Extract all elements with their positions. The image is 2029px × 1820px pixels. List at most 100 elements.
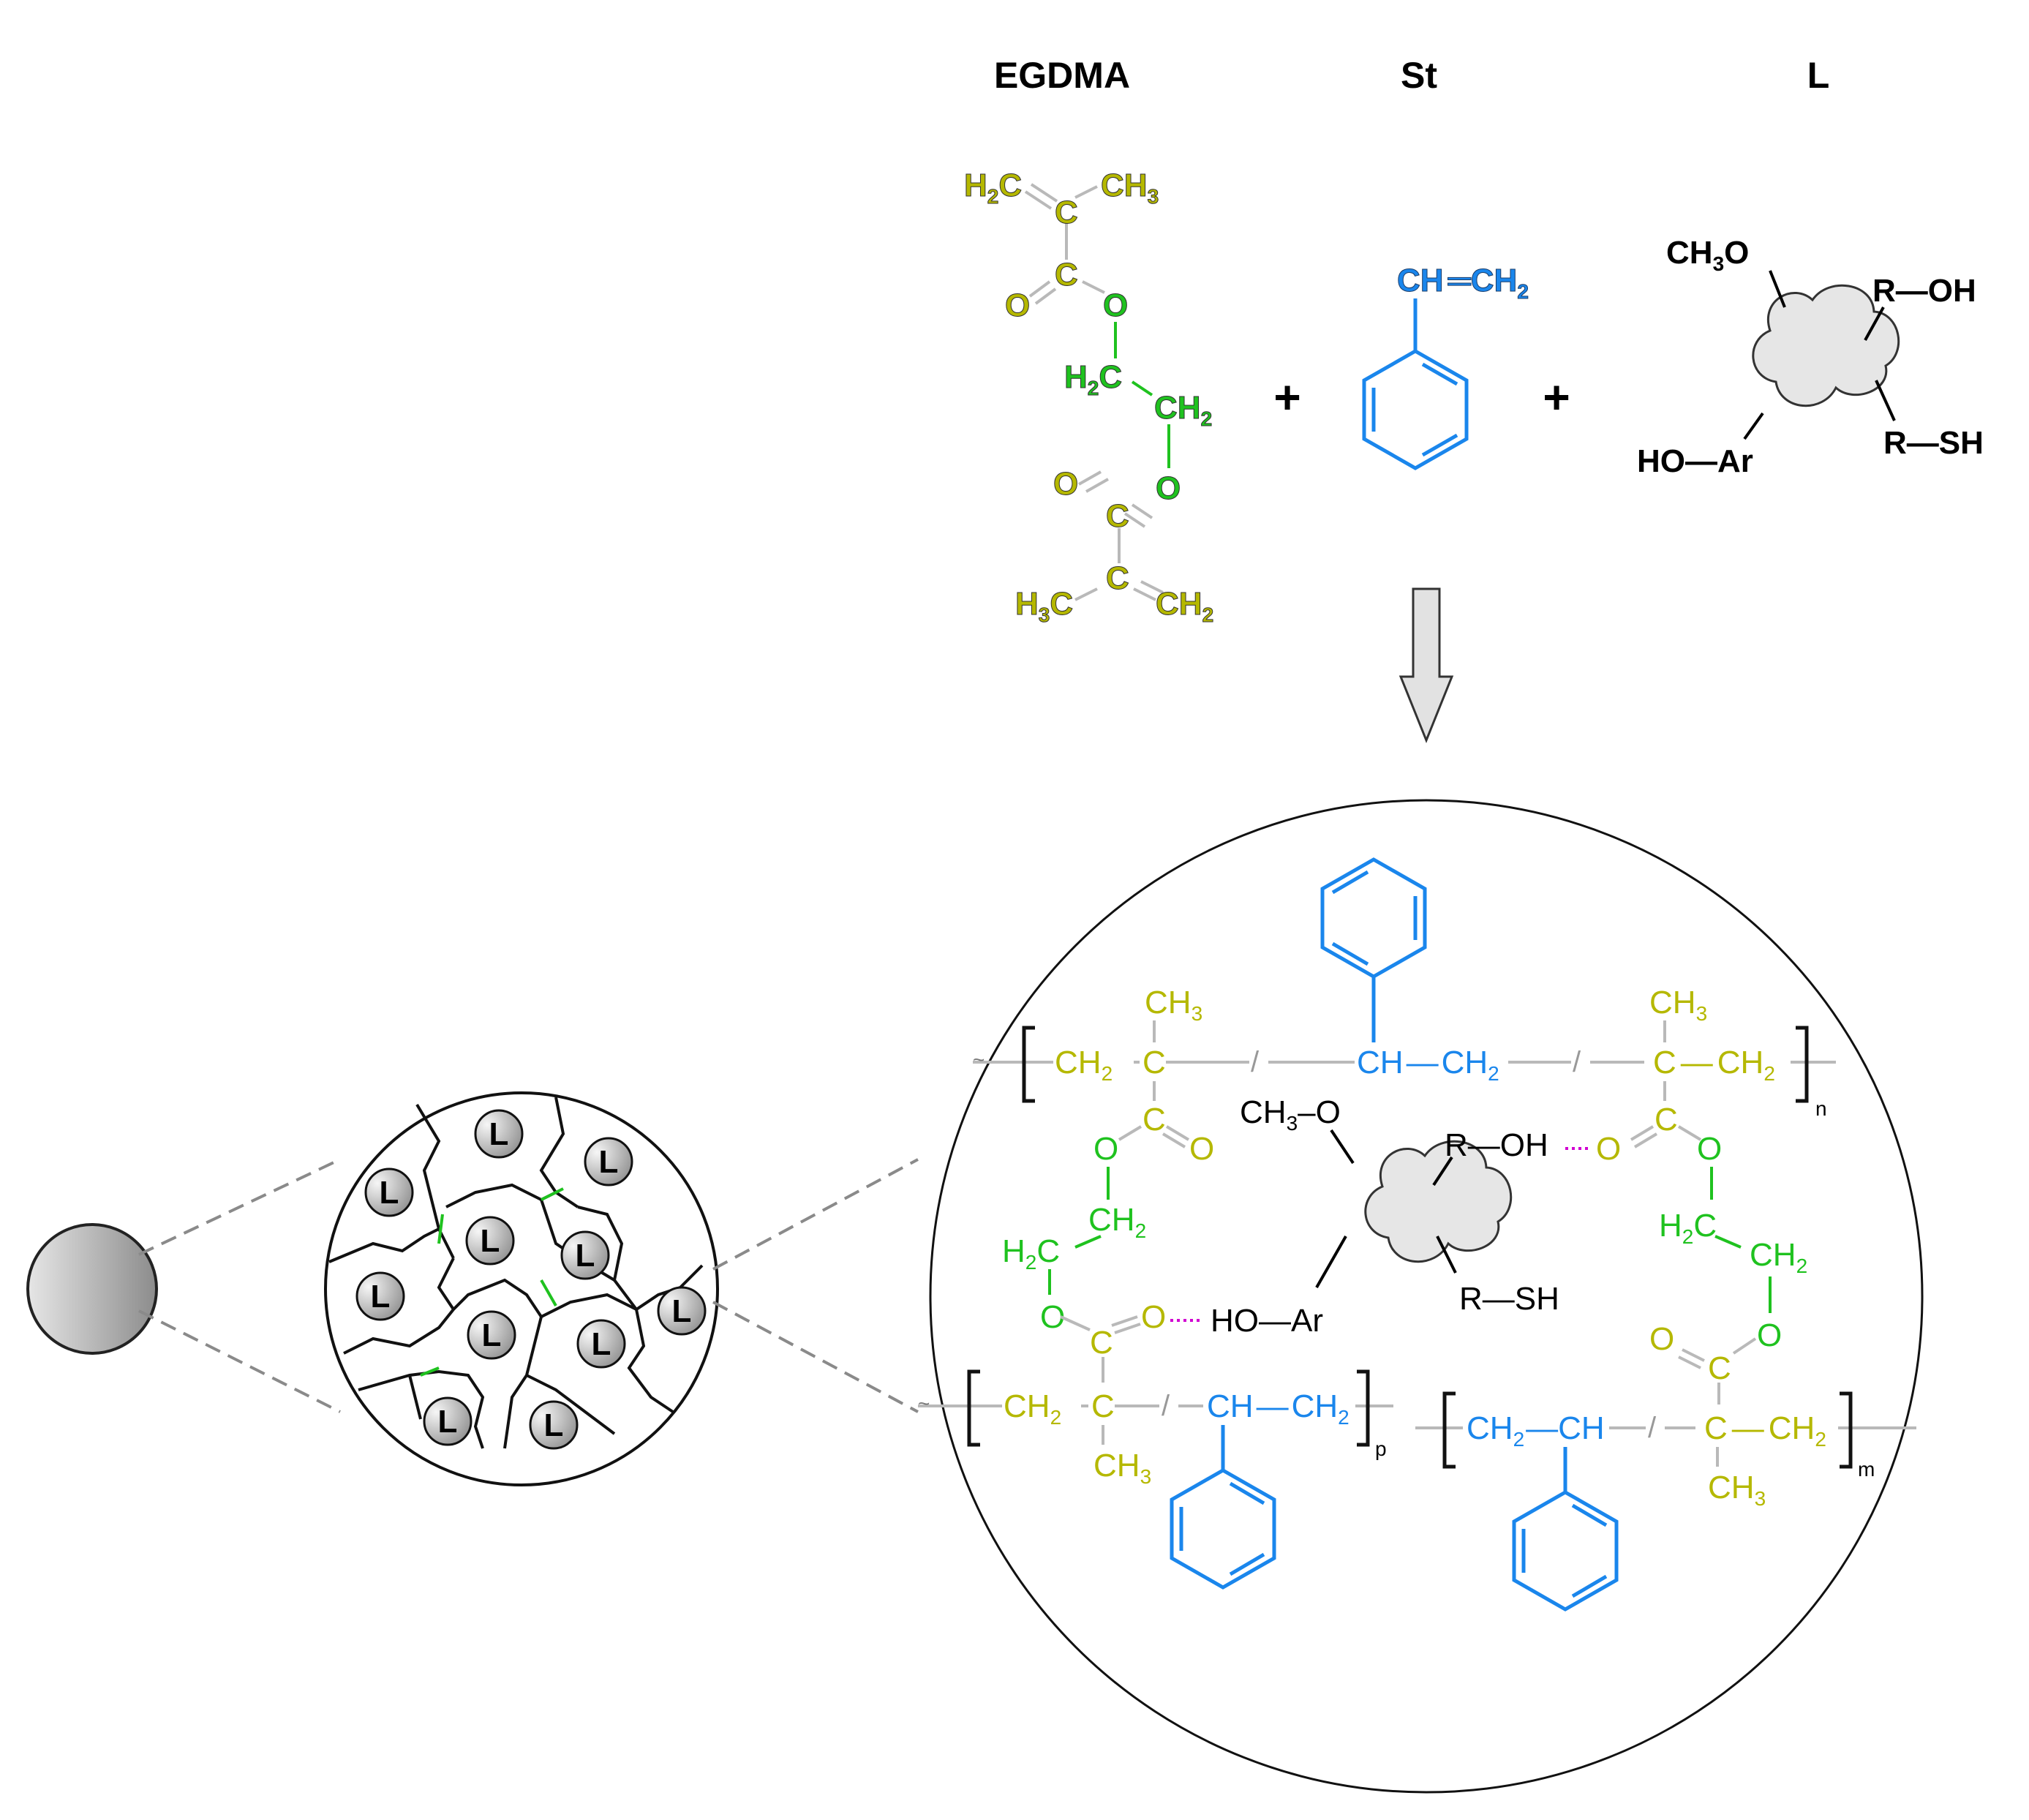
svg-text:CH3: CH3 — [1649, 985, 1707, 1025]
ligand-particle: L — [423, 1396, 473, 1446]
egdma-c1: C — [1055, 195, 1078, 230]
egdma-structure: H2C CH3 C C O O C C H3C CH2 O H2C CH2 O — [964, 168, 1214, 627]
svg-text:O: O — [1757, 1317, 1782, 1353]
ligand-particles: L L L L L L L L L L L — [355, 1109, 707, 1450]
svg-text:C: C — [1091, 1388, 1115, 1424]
phenyl-ring-icon — [1320, 857, 1427, 1042]
ligand-ch3o: CH3O — [1666, 235, 1749, 275]
ligand-particle: L — [364, 1167, 414, 1217]
egdma-h2c-glycol: H2C — [1064, 359, 1122, 399]
svg-text:C—CH2: C—CH2 — [1653, 1045, 1775, 1085]
svg-text:O: O — [1093, 1131, 1118, 1167]
polymer-network-detail: ~ n CH2 C CH3 / CH—CH2 / C— — [918, 799, 1924, 1794]
zoom-lines-2 — [712, 1158, 919, 1413]
phenyl-ring-icon — [1512, 1447, 1619, 1612]
backbone-chain-m: m CH2—CH / C—CH2 CH3 — [1415, 1391, 1916, 1612]
phenyl-ring-icon — [1170, 1425, 1276, 1590]
subscript-n: n — [1815, 1097, 1827, 1120]
subscript-m: m — [1858, 1458, 1875, 1481]
svg-text:O: O — [1141, 1299, 1166, 1335]
svg-text:CH—CH2: CH—CH2 — [1357, 1045, 1499, 1085]
egdma-h3c-bottom: H3C — [1015, 586, 1073, 626]
egdma-header: EGDMA — [994, 55, 1130, 96]
svg-text:CH2: CH2 — [1055, 1045, 1113, 1085]
egdma-o-carbonyl-top: O — [1005, 287, 1030, 323]
styrene-ring-icon — [1362, 298, 1469, 470]
svg-text:CH3: CH3 — [1708, 1470, 1766, 1510]
svg-text:/: / — [1251, 1046, 1260, 1078]
svg-text:C: C — [1655, 1102, 1678, 1138]
svg-text:CH2—CH: CH2—CH — [1467, 1410, 1605, 1451]
bead-cross-section: L L L L L L L L L L L — [324, 1091, 719, 1486]
svg-text:CH3: CH3 — [1145, 985, 1202, 1025]
svg-text:O: O — [1189, 1131, 1214, 1167]
ligand-particle: L — [465, 1216, 515, 1266]
egdma-o-ester-bottom: O — [1156, 470, 1181, 506]
egdma-h2c-top: H2C — [964, 168, 1022, 208]
svg-text:O: O — [1649, 1321, 1674, 1357]
svg-text:L: L — [481, 1223, 500, 1259]
svg-text:CH3–O: CH3–O — [1240, 1094, 1341, 1135]
ligand-particle: L — [576, 1319, 626, 1369]
ligand-particle: L — [560, 1230, 610, 1280]
svg-text:O: O — [1697, 1131, 1722, 1167]
svg-text:R—OH: R—OH — [1445, 1127, 1548, 1163]
svg-text:L: L — [576, 1238, 595, 1274]
svg-text:O: O — [1596, 1131, 1621, 1167]
svg-text:H2C: H2C — [1002, 1233, 1060, 1274]
svg-text:CH2: CH2 — [1750, 1237, 1807, 1277]
svg-text:L: L — [544, 1407, 564, 1443]
crosslink-right: C O O H2C CH2 O C O — [1565, 1081, 1807, 1405]
svg-text:L: L — [599, 1144, 619, 1180]
network-ligand: CH3–O R—OH HO—Ar R—SH — [1211, 1094, 1559, 1339]
egdma-c4: C — [1106, 560, 1129, 596]
svg-text:C—CH2: C—CH2 — [1704, 1410, 1826, 1451]
svg-text:L: L — [371, 1279, 391, 1315]
svg-text:H2C: H2C — [1659, 1208, 1717, 1248]
ligand-rsh: R—SH — [1883, 425, 1984, 461]
ligand-particle: L — [474, 1109, 524, 1159]
svg-text:/: / — [1162, 1390, 1170, 1422]
backbone-chain-n: ~ n CH2 C CH3 / CH—CH2 / C— — [973, 857, 1836, 1120]
crosslink-left: C O O CH2 H2C O C O — [1002, 1081, 1214, 1383]
svg-text:L: L — [380, 1175, 399, 1211]
svg-text:L: L — [672, 1293, 692, 1329]
egdma-ch2-glycol: CH2 — [1154, 390, 1212, 430]
svg-text:CH—CH2: CH—CH2 — [1207, 1388, 1349, 1429]
reaction-arrow-icon — [1399, 587, 1454, 744]
ligand-hoar: HO—Ar — [1637, 443, 1753, 479]
svg-text:~: ~ — [918, 1392, 930, 1415]
svg-text:CH2: CH2 — [1004, 1388, 1061, 1429]
styrene-header: St — [1401, 55, 1437, 96]
subscript-p: p — [1375, 1437, 1387, 1460]
svg-text:~: ~ — [973, 1048, 985, 1071]
svg-text:CH3: CH3 — [1093, 1448, 1151, 1488]
ligand-roh: R—OH — [1872, 273, 1976, 309]
svg-text:CH2: CH2 — [1088, 1202, 1146, 1242]
egdma-c3: C — [1106, 498, 1129, 534]
svg-text:/: / — [1573, 1046, 1581, 1078]
plus-sign-2: + — [1543, 371, 1570, 424]
svg-text:L: L — [482, 1317, 502, 1353]
svg-text:/: / — [1648, 1412, 1657, 1444]
styrene-vinyl: CH═CH2 — [1397, 263, 1529, 303]
egdma-ch2-bottom: CH2 — [1156, 586, 1213, 626]
svg-text:L: L — [592, 1326, 611, 1362]
svg-text:HO—Ar: HO—Ar — [1211, 1303, 1323, 1339]
polymer-bead — [26, 1223, 158, 1355]
styrene-structure: CH═CH2 — [1362, 263, 1529, 470]
svg-text:R—SH: R—SH — [1459, 1281, 1559, 1317]
ligand-particle: L — [467, 1310, 516, 1360]
egdma-o-carbonyl-bottom: O — [1053, 466, 1078, 502]
svg-text:L: L — [438, 1404, 458, 1440]
egdma-ch3-top: CH3 — [1101, 168, 1159, 208]
zoom-lines-1 — [138, 1158, 341, 1413]
svg-text:L: L — [489, 1116, 509, 1152]
plus-sign-1: + — [1273, 371, 1300, 424]
svg-text:C: C — [1143, 1102, 1166, 1138]
ligand-particle: L — [584, 1137, 633, 1187]
ligand-particle: L — [657, 1286, 707, 1336]
backbone-chain-p: ~ p CH2 C CH3 / CH—CH2 — [918, 1369, 1393, 1590]
ligand-particle: L — [355, 1271, 405, 1321]
